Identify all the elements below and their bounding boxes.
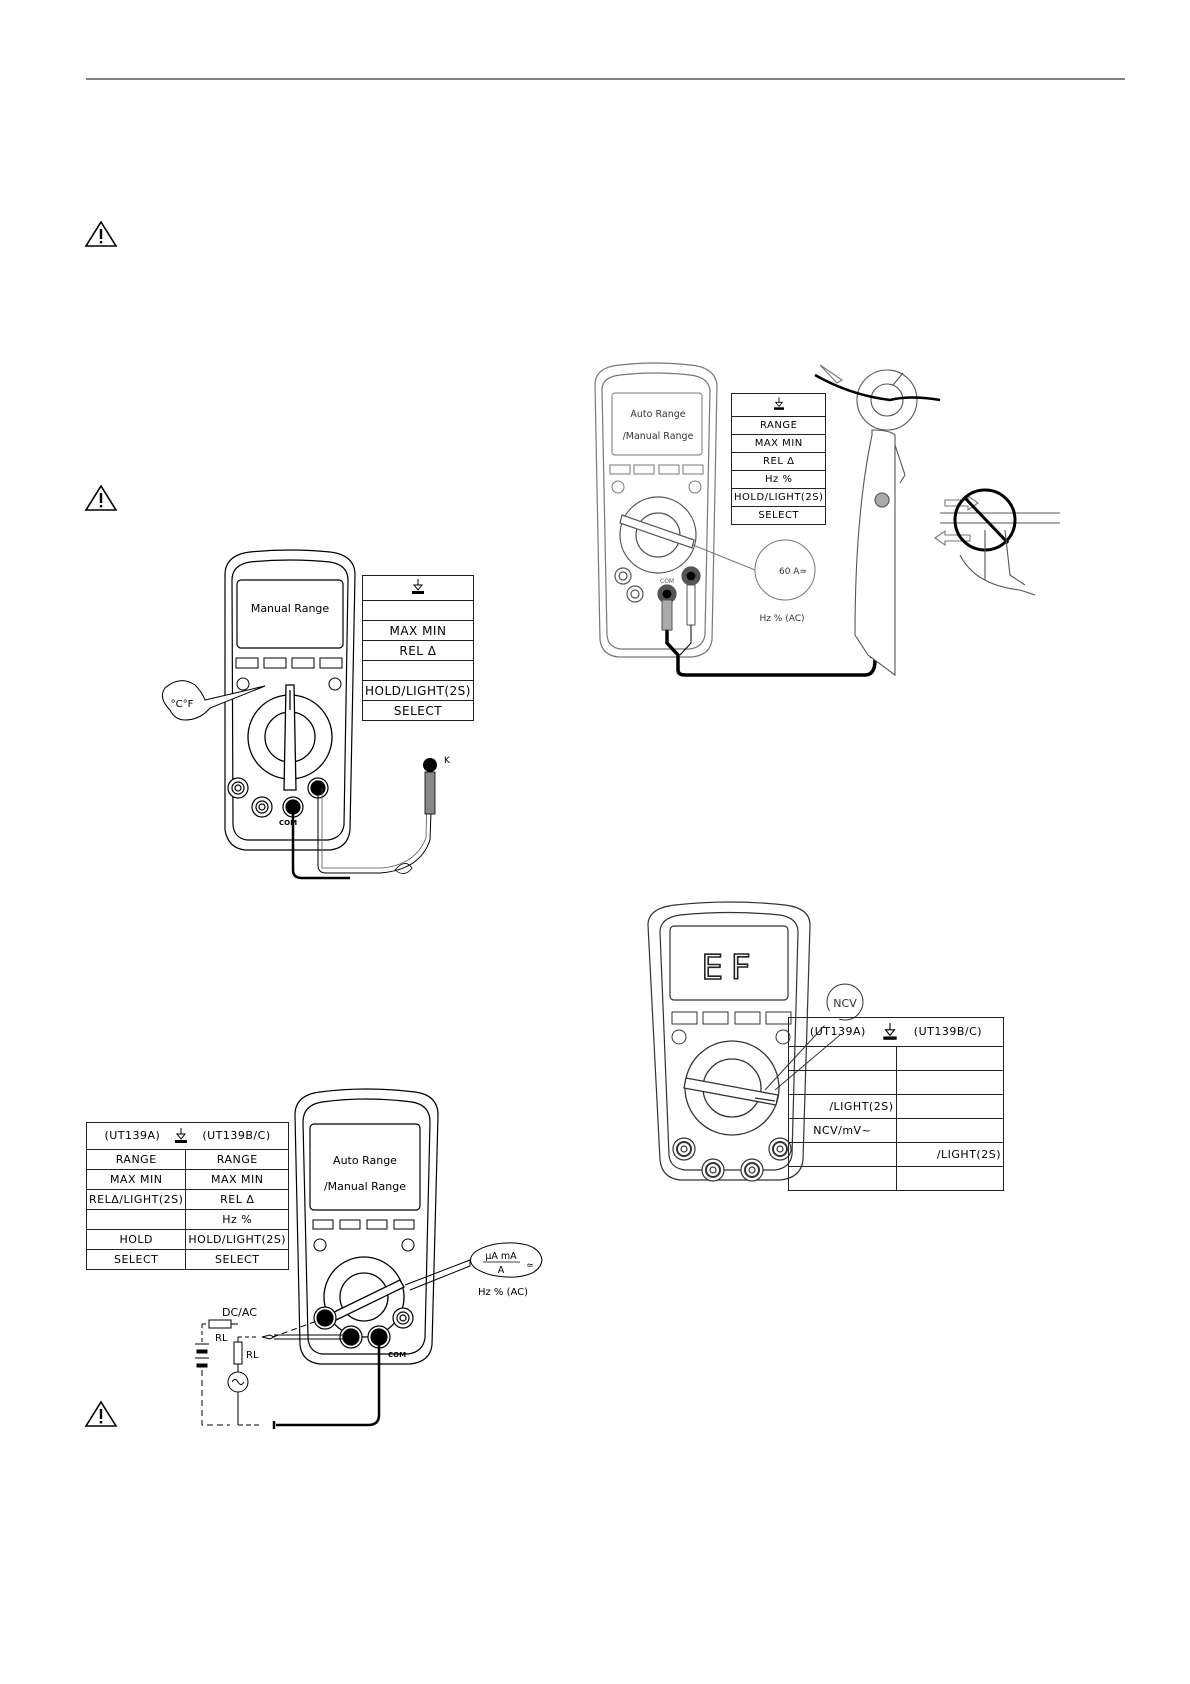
thermocouple-probe <box>291 758 437 880</box>
multimeter-body <box>224 549 356 851</box>
lcd-display <box>309 1123 421 1211</box>
com-terminal-label: COM <box>279 819 297 827</box>
callout-note: Hz % (AC) <box>759 614 804 624</box>
lcd-text: EF <box>701 948 758 988</box>
ground-symbol-icon <box>773 396 784 410</box>
lcd-text-line1: Auto Range <box>630 409 685 420</box>
table-header: (UT139A) (UT139B/C) <box>788 1017 1004 1047</box>
lcd-text-line1: Auto Range <box>333 1154 397 1167</box>
multimeter-body <box>594 362 718 658</box>
lcd-text-line2: /Manual Range <box>324 1180 406 1193</box>
rotary-dial <box>247 684 333 791</box>
function-buttons <box>312 1219 415 1252</box>
multimeter-body <box>647 901 811 1181</box>
warning-triangle-icon <box>84 1400 118 1427</box>
svg-text:°C°F: °C°F <box>171 699 194 710</box>
input-terminals <box>313 1306 414 1349</box>
function-buttons <box>235 657 343 691</box>
clamp-range-label: 60 A≃ <box>779 567 807 577</box>
clamp-button-table: RANGE MAX MIN REL Δ Hz % HOLD/LIGHT(2S) … <box>730 393 827 525</box>
ground-symbol-icon <box>883 1023 897 1040</box>
ncv-button-table: (UT139A) (UT139B/C) /LIGHT(2S) NCV/mV~ /… <box>788 1017 1004 1191</box>
page-header-rule <box>86 78 1125 80</box>
test-leads <box>661 584 880 677</box>
callout-label-suffix: ≃ <box>526 1261 534 1271</box>
clamp-measurement-figure: Auto Range /Manual Range 60 A≃ Hz % (AC)… <box>594 362 1060 677</box>
callout-label-bottom: A <box>498 1265 505 1276</box>
incorrect-clamp-usage <box>934 481 1060 596</box>
warning-triangle-icon <box>84 484 118 511</box>
current-measurement-figure: Auto Range /Manual Range μA mA A ≃ Hz % … <box>195 1088 543 1429</box>
temperature-button-table: MAX MIN REL Δ HOLD/LIGHT(2S) SELECT <box>362 575 474 721</box>
temperature-callout: °C°F <box>161 680 266 721</box>
rotary-dial <box>619 496 697 574</box>
ncv-measurement-figure: EF <box>647 901 811 1182</box>
com-terminal-label: COM <box>388 1351 406 1359</box>
resistor-label: RL <box>215 1333 228 1344</box>
warning-triangle-icon <box>84 220 118 247</box>
ground-symbol-cell <box>362 575 474 601</box>
com-terminal-label: COM <box>660 578 674 585</box>
lcd-text: Manual Range <box>251 602 330 615</box>
resistor-label: RL <box>246 1350 259 1361</box>
k-type-probe-label: K <box>444 756 451 766</box>
multimeter-body <box>294 1088 439 1365</box>
callout-label-top: μA mA <box>485 1251 517 1262</box>
clamp-jaw <box>814 364 941 677</box>
lcd-display <box>669 925 789 1001</box>
input-terminals <box>672 1137 792 1182</box>
rotary-dial <box>683 1040 780 1136</box>
ground-symbol-icon <box>411 578 424 594</box>
dc-ac-label: DC/AC <box>222 1306 257 1319</box>
lcd-display <box>611 392 703 456</box>
ncv-label: NCV <box>833 997 857 1010</box>
clamp-range-callout: 60 A≃ Hz % (AC) <box>692 539 816 624</box>
lcd-display <box>236 579 344 649</box>
ground-symbol-cell <box>730 393 827 417</box>
ground-symbol-icon <box>175 1128 188 1143</box>
input-terminals <box>227 777 329 818</box>
function-buttons <box>609 464 704 494</box>
table-header: (UT139A) (UT139B/C) <box>85 1122 290 1150</box>
input-terminals <box>614 566 701 604</box>
rotary-dial <box>323 1256 405 1338</box>
callout-note: Hz % (AC) <box>478 1287 528 1298</box>
current-range-callout: μA mA A ≃ Hz % (AC) <box>404 1242 543 1298</box>
temperature-measurement-figure: Manual Range °C°F COM K <box>161 549 451 880</box>
lcd-text-line2: /Manual Range <box>623 431 694 442</box>
test-circuit <box>195 1317 381 1429</box>
